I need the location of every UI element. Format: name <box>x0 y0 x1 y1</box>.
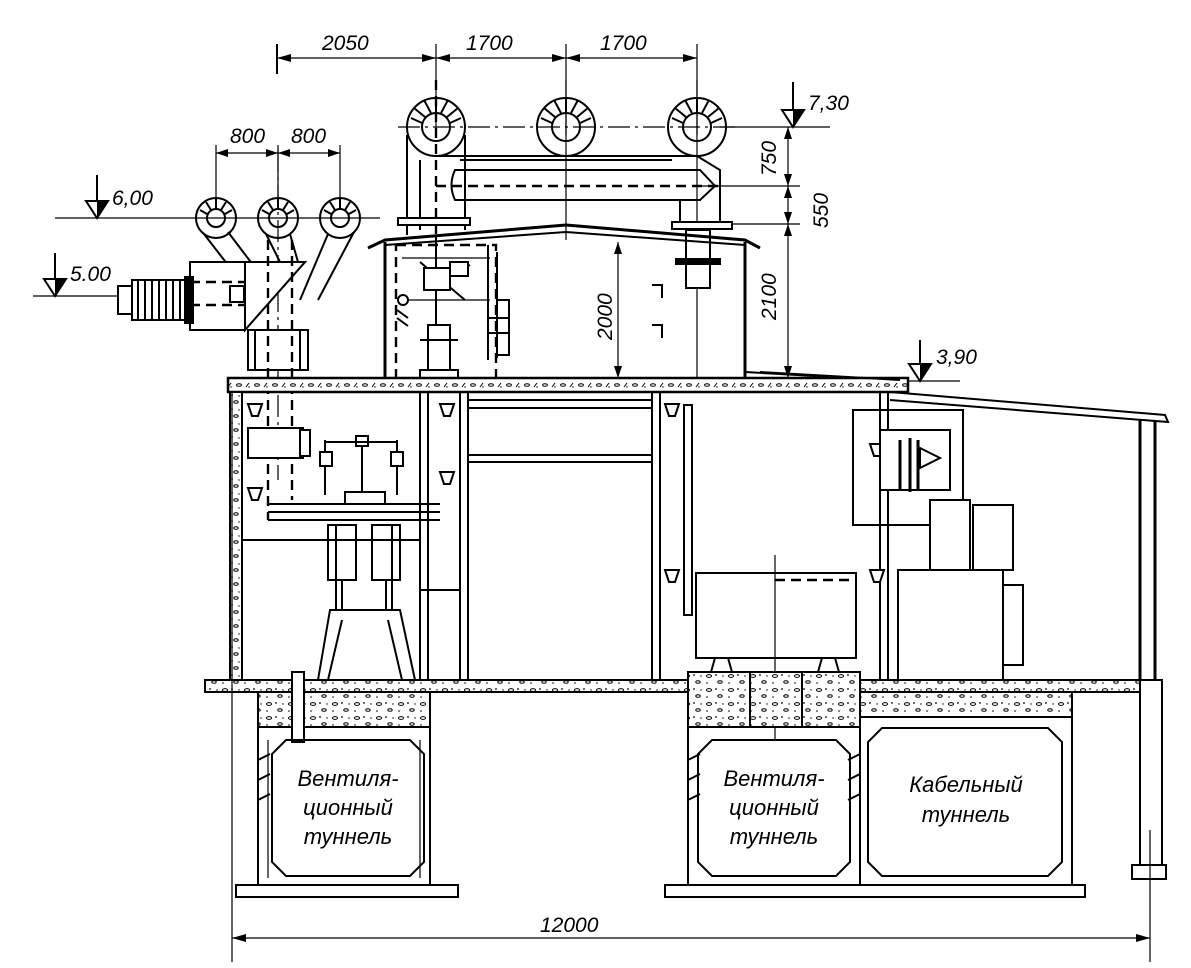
elev-7-30-label: 7,30 <box>808 92 849 115</box>
right-vertical-dimensions: 750 550 2100 <box>700 127 833 378</box>
dim-2000: 2000 <box>594 293 617 341</box>
right-bay-marks <box>652 284 663 338</box>
left-busbar-assembly <box>117 150 361 520</box>
top-dimension-chain: 2050 1700 1700 <box>276 32 698 135</box>
overall-width-dimension: 12000 <box>231 392 1151 962</box>
insulator-left-3 <box>319 197 361 239</box>
tunnel-left-line-3: туннель <box>304 824 393 849</box>
elevation-mark-5-00: 5.00 <box>33 253 130 298</box>
disconnector-unit <box>394 235 510 382</box>
tunnel-right-line-2: туннель <box>922 802 1011 827</box>
dim-550: 550 <box>810 193 833 228</box>
right-room-equipment <box>852 409 1024 681</box>
dim-800-b: 800 <box>291 125 326 148</box>
right-column-foot <box>1131 679 1167 880</box>
dim-750: 750 <box>758 141 781 176</box>
tunnel-left: Вентиля- ционный туннель <box>235 727 459 898</box>
tunnel-middle-line-3: туннель <box>730 824 819 849</box>
elev-6-00-label: 6,00 <box>112 187 153 210</box>
elevation-mark-6-00: 6,00 <box>55 175 380 220</box>
dim-800-a: 800 <box>230 125 265 148</box>
floor-slab <box>226 371 1170 680</box>
dim-1700-a: 1700 <box>466 32 513 55</box>
tunnel-right-line-1: Кабельный <box>909 772 1023 797</box>
left-wall <box>229 391 243 681</box>
elevation-mark-3-90: 3,90 <box>860 340 977 383</box>
tunnel-middle-line-2: ционный <box>729 795 819 820</box>
interior-columns <box>246 392 889 681</box>
insulator-left-1 <box>195 197 237 239</box>
tunnel-right: Кабельный туннель <box>859 717 1073 886</box>
elev-3-90-label: 3,90 <box>936 346 977 369</box>
tunnel-left-line-2: ционный <box>303 795 393 820</box>
switchgear-roof <box>367 223 761 378</box>
elevation-mark-7-30: 7,30 <box>720 82 849 129</box>
dim-2100: 2100 <box>758 273 781 321</box>
dim-2050: 2050 <box>321 32 369 55</box>
insulator-top-1 <box>406 80 466 235</box>
ground-slab <box>204 671 1144 743</box>
top-busbar-insulators <box>397 80 740 380</box>
tunnel-left-line-1: Вентиля- <box>297 766 398 791</box>
elev-5-00-label: 5.00 <box>70 263 111 286</box>
tunnel-middle-line-1: Вентиля- <box>723 766 824 791</box>
dim-12000: 12000 <box>540 914 599 937</box>
inner-vertical-dimension: 2000 <box>594 242 622 378</box>
dim-1700-b: 1700 <box>600 32 647 55</box>
transformer <box>695 555 857 740</box>
circuit-breaker <box>242 427 440 681</box>
tunnel-middle: Вентиля- ционный туннель <box>664 727 1086 898</box>
